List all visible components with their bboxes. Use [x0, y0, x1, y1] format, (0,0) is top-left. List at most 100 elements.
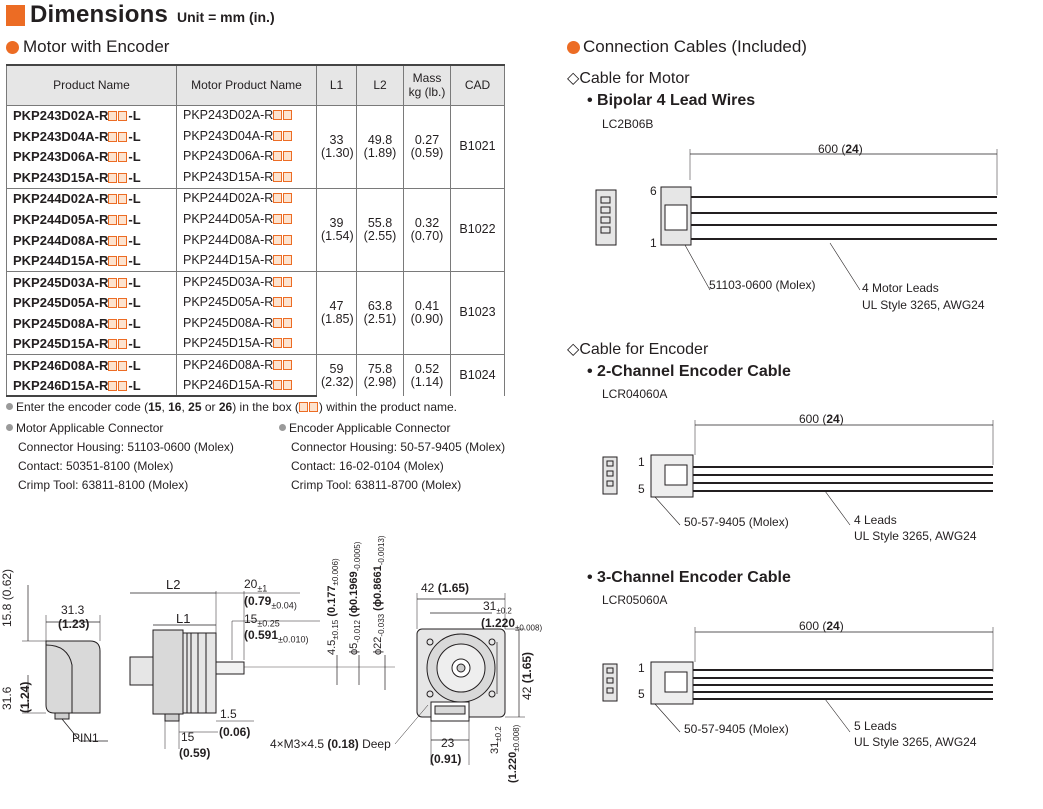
note-line: Contact: 16-02-0104 (Molex)	[291, 459, 444, 473]
bullet-icon: •	[587, 569, 598, 586]
bullet-text: 2-Channel Encoder Cable	[597, 363, 791, 380]
dim-text: 42	[520, 686, 534, 700]
product-name: PKP243D04A-R	[13, 128, 109, 144]
l1-cell: 47(1.85)	[316, 270, 357, 355]
note-text: or	[201, 400, 219, 414]
code-box-icon	[273, 379, 283, 390]
note-text: Enter the encoder code (	[16, 400, 149, 414]
l1-cell-in: (1.85)	[321, 311, 354, 326]
enc3-cable-drawing	[602, 627, 994, 733]
code-value: 25	[188, 400, 202, 414]
product-name-cell: PKP245D03A-R-L	[6, 270, 177, 293]
mass-cell-in: (0.70)	[410, 228, 444, 243]
dim-label: (0.59)	[179, 746, 211, 760]
code-box-icon	[108, 152, 118, 163]
code-box-icon	[108, 380, 118, 391]
code-value: 16	[168, 400, 182, 414]
dim-text: (0.79	[244, 594, 272, 608]
heading-text: Cable for Motor	[579, 70, 690, 87]
code-box-icon	[273, 193, 283, 204]
note-bullet-icon	[6, 403, 13, 410]
product-suffix: -L	[128, 232, 141, 248]
code-box-icon	[118, 318, 128, 329]
dim-label: 31±0.2	[489, 726, 503, 754]
code-box-icon	[273, 151, 283, 162]
code-box-icon	[108, 131, 118, 142]
leads-label: 5 Leads	[854, 719, 897, 733]
product-suffix: -L	[128, 149, 141, 165]
code-box-icon	[118, 380, 128, 391]
orange-bullet-icon	[6, 41, 19, 54]
dim-label: 15.8 (0.62)	[0, 567, 14, 627]
mass-cell-mm: 0.41	[414, 298, 440, 313]
code-box-icon	[283, 130, 293, 141]
dim-tol: ±0.2	[494, 726, 504, 742]
product-name: PKP243D02A-R	[13, 108, 109, 124]
dim-tol: ±0.15	[331, 619, 341, 640]
dim-tol: -0.0005)	[353, 541, 363, 572]
col-header: L2	[356, 64, 404, 106]
dim-text: 31	[489, 741, 501, 754]
enc3-cable-code: LCR05060A	[602, 593, 668, 607]
dim-label: 31.3	[61, 603, 85, 617]
length-text: 600	[799, 412, 820, 426]
side-view	[22, 585, 108, 742]
code-box-icon	[273, 234, 283, 245]
product-name: PKP243D06A-R	[13, 149, 109, 165]
dim-label: 42 (1.65)	[421, 581, 469, 595]
l1-cell: 59(2.32)	[316, 354, 357, 397]
motor-product-name: PKP245D15A-R	[183, 336, 274, 351]
dim-text: (0.177	[326, 585, 338, 617]
product-name: PKP245D05A-R	[13, 295, 109, 311]
mass-cell: 0.41(0.90)	[403, 270, 451, 355]
note-bullet-icon	[6, 424, 13, 431]
table-header-row: Product Name Motor Product Name L1 L2 Ma…	[6, 64, 505, 106]
code-box-icon	[118, 339, 128, 350]
code-box-icon	[108, 318, 118, 329]
motor-product-name: PKP243D04A-R	[183, 128, 274, 143]
l1-cell-in: (1.54)	[321, 228, 354, 243]
dim-label: 31.6	[0, 687, 14, 710]
code-box-icon	[118, 298, 128, 309]
motor-product-cell: PKP246D08A-R	[176, 354, 317, 376]
product-name: PKP244D02A-R	[13, 191, 109, 207]
dim-text: (1.65)	[520, 651, 534, 684]
length-text: 600	[799, 619, 820, 633]
motor-product-name: PKP245D03A-R	[183, 274, 274, 289]
code-box-icon	[118, 131, 128, 142]
code-box-icon	[108, 111, 118, 122]
dim-tol: ±0.25	[257, 618, 280, 629]
dim-l2: L2	[166, 577, 181, 592]
code-box-icon	[283, 172, 293, 183]
motor-product-cell: PKP243D04A-R	[176, 125, 317, 147]
pin-label: 6	[650, 184, 657, 198]
l2-cell-mm: 55.8	[367, 215, 393, 230]
motor-product-cell: PKP245D15A-R	[176, 333, 317, 355]
product-name-cell: PKP243D02A-R-L	[6, 104, 177, 126]
dim-text: ϕ22	[372, 636, 384, 655]
motor-cable-code: LC2B06B	[602, 117, 654, 131]
note-text: ) within the product name.	[318, 400, 457, 414]
product-suffix: -L	[128, 377, 141, 393]
dim-label: (1.220±0.008)	[481, 616, 542, 632]
dim-label: 31±0.2	[483, 599, 512, 615]
l2-cell-mm: 75.8	[367, 361, 393, 376]
product-suffix: -L	[128, 336, 141, 352]
code-box-icon	[108, 360, 118, 371]
dim-text: 15.8 (0.62)	[0, 568, 14, 627]
dim-text: (1.65)	[437, 581, 470, 595]
motor-product-cell: PKP246D15A-R	[176, 375, 317, 398]
product-name-cell: PKP245D08A-R-L	[6, 312, 177, 334]
note-text: ,	[161, 400, 169, 414]
dim-label: (0.591±0.010)	[244, 628, 309, 644]
code-box-icon	[118, 360, 128, 371]
product-suffix: -L	[128, 170, 141, 186]
dim-label: 42 (1.65)	[520, 652, 534, 700]
enc2-cable-drawing	[602, 420, 994, 526]
l1-cell-in: (2.32)	[321, 374, 354, 389]
code-box-icon	[273, 213, 283, 224]
